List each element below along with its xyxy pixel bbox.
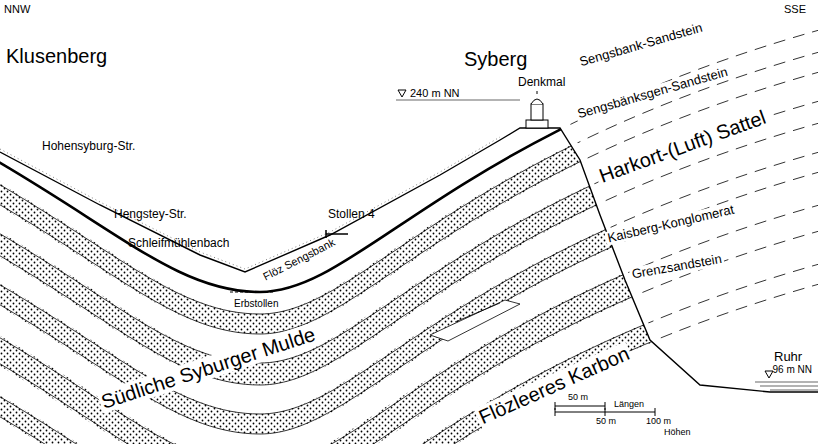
elevation-label: 240 m NN [408,87,462,99]
monument-label: Denkmal [516,76,567,89]
river-name: Ruhr [772,350,804,364]
road-name: Hohensyburg-Str. [40,140,137,153]
road-name: Hengstey-Str. [112,208,189,221]
compass-direction: SSE [782,3,808,15]
adit-name: Stollen 4 [326,208,377,221]
hill-name: Klusenberg [4,45,109,67]
adit-name: Erbstollen [232,298,280,309]
scale-value: 50 m [566,393,590,403]
compass-direction: NNW [2,3,32,15]
scale-value: 100 m [644,417,673,427]
scale-caption: Höhen [662,428,693,438]
bed-name: Grenzsandstein [629,252,725,283]
stream-name: Schleifmühlenbach [126,237,231,250]
bed-name: Kaisberg-Konglomerat [604,202,737,246]
bed-name: Sengsbank-Sandstein [576,20,706,70]
elevation-label: 96 m NN [771,364,814,375]
seam-name: Flöz Sengsbank [259,235,338,283]
bed-name: Sengsbänksgen-Sandstein [574,64,731,122]
scale-caption: Längen [612,400,646,410]
hill-name: Syberg [462,48,529,70]
scale-value: 50 m [594,417,618,427]
